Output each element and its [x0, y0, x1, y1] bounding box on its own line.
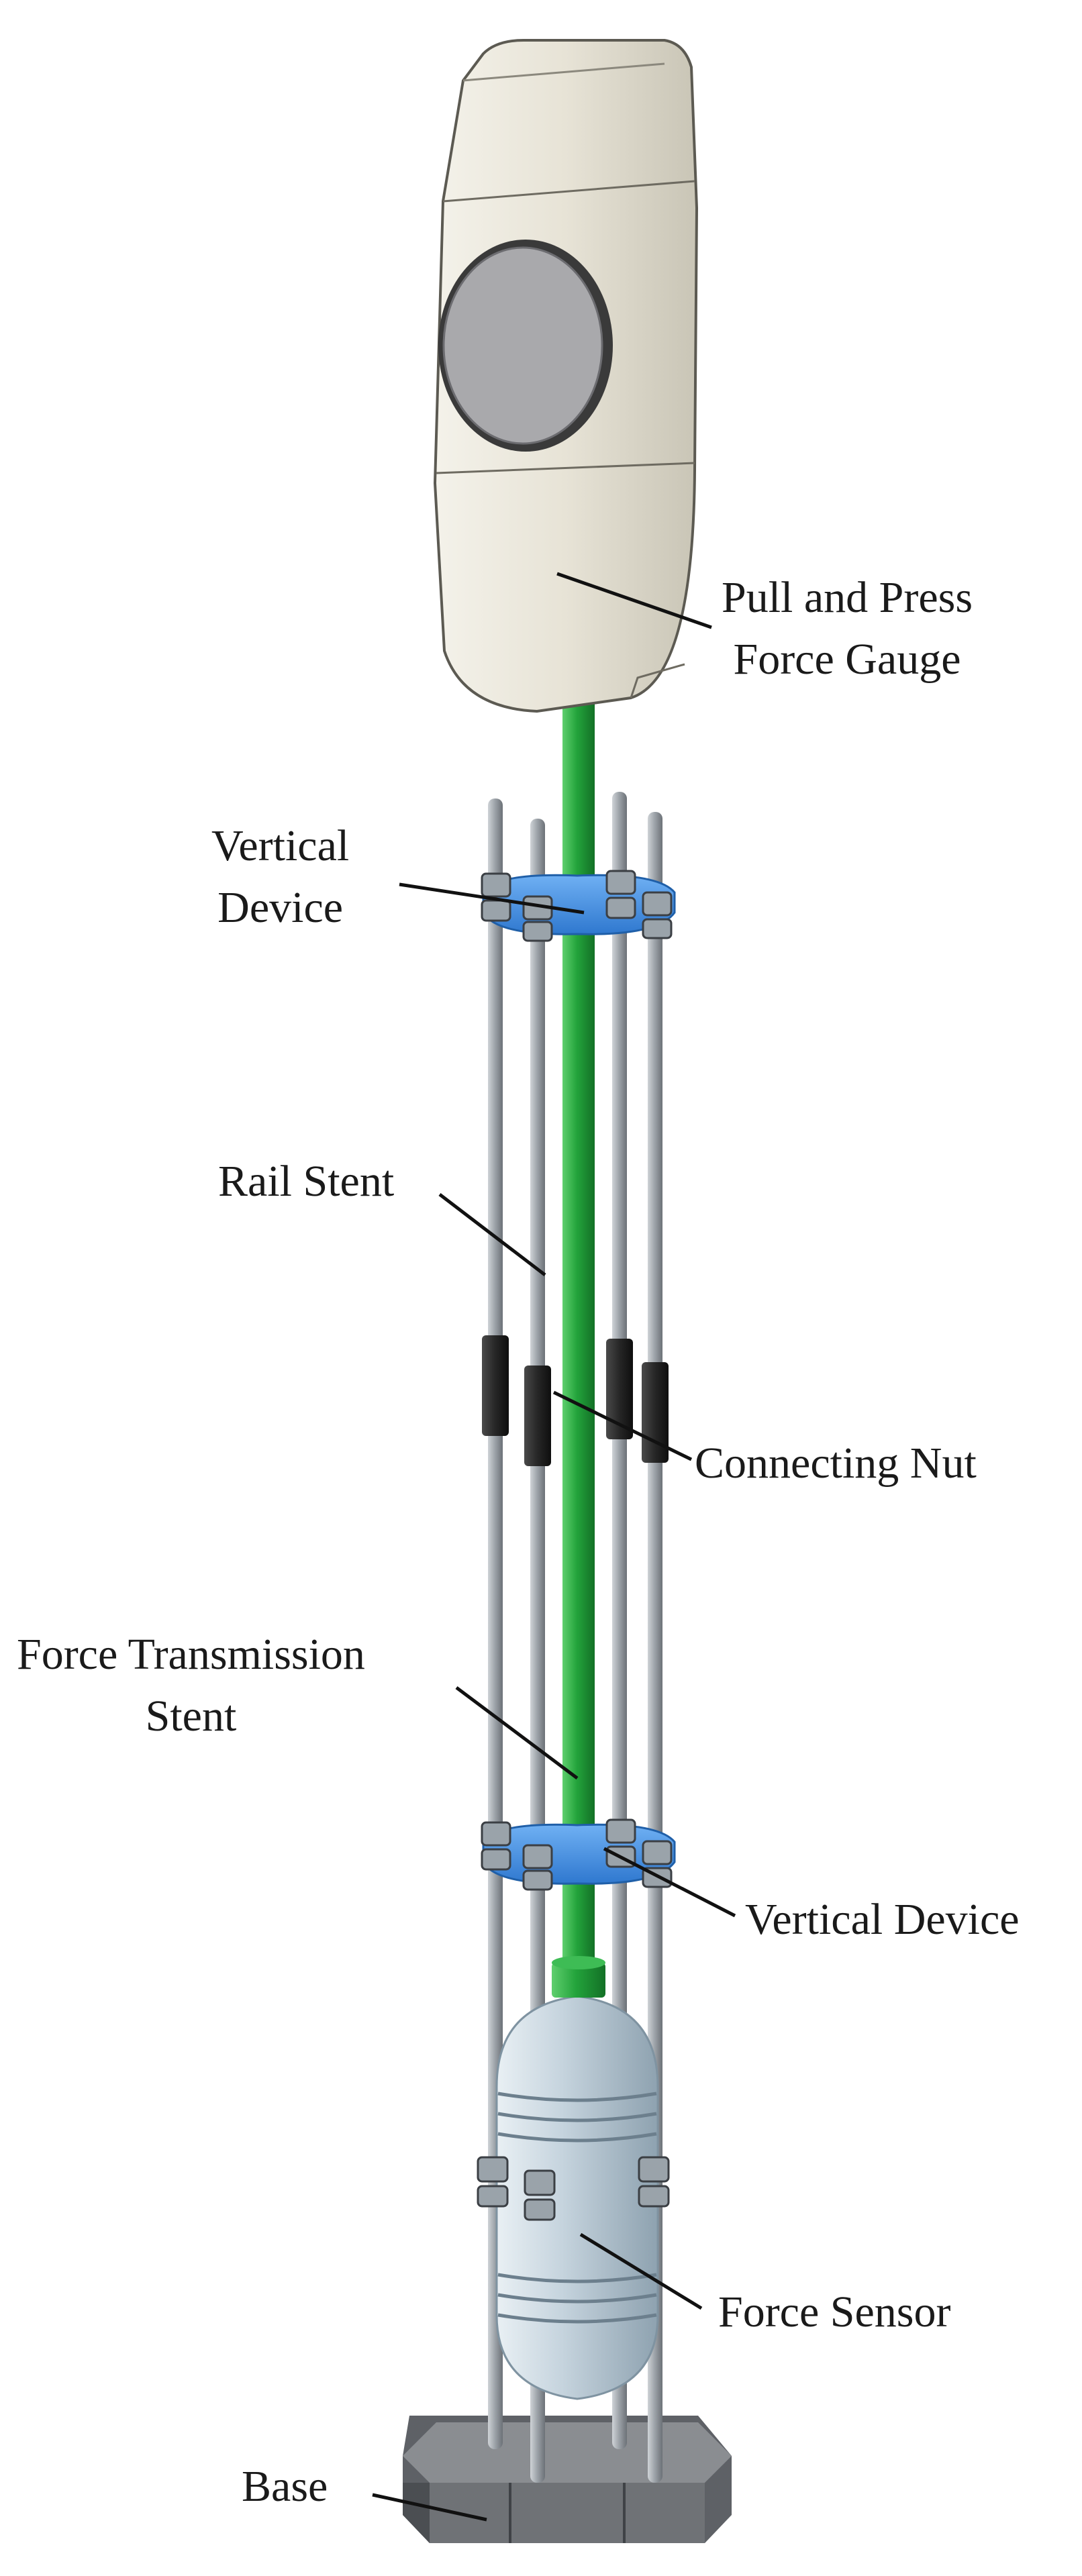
label-rail-stent: Rail Stent — [218, 1157, 395, 1206]
leader-gauge — [556, 572, 712, 629]
force-sensor-body — [495, 1995, 659, 2400]
leader-lines — [372, 572, 736, 2522]
label-force-transmission-stent: Force Transmission Stent — [17, 1630, 365, 1741]
gauge-display — [442, 246, 603, 445]
force-gauge-body — [433, 39, 699, 713]
sensor-clamp-nuts — [477, 2156, 670, 2221]
base-plate — [403, 2416, 732, 2543]
leader-transmission — [455, 1686, 579, 1780]
label-pull-press-gauge: Pull and Press Force Gauge — [722, 573, 973, 684]
leader-vertical-bottom — [603, 1847, 736, 1918]
vertical-device-top — [481, 870, 676, 942]
label-connecting-nut: Connecting Nut — [695, 1439, 977, 1488]
leader-nut — [552, 1390, 693, 1461]
label-base: Base — [242, 2462, 328, 2511]
label-vertical-device-bottom: Vertical Device — [745, 1895, 1020, 1944]
leader-sensor — [579, 2232, 703, 2310]
leader-base — [372, 2493, 487, 2522]
leader-vertical-top — [399, 882, 585, 915]
vertical-device-bottom — [481, 1818, 676, 1891]
leader-rail — [438, 1193, 546, 1276]
label-force-sensor: Force Sensor — [718, 2287, 951, 2336]
label-vertical-device-top: Vertical Device — [211, 821, 350, 932]
rail-rod-1 — [488, 798, 503, 2449]
